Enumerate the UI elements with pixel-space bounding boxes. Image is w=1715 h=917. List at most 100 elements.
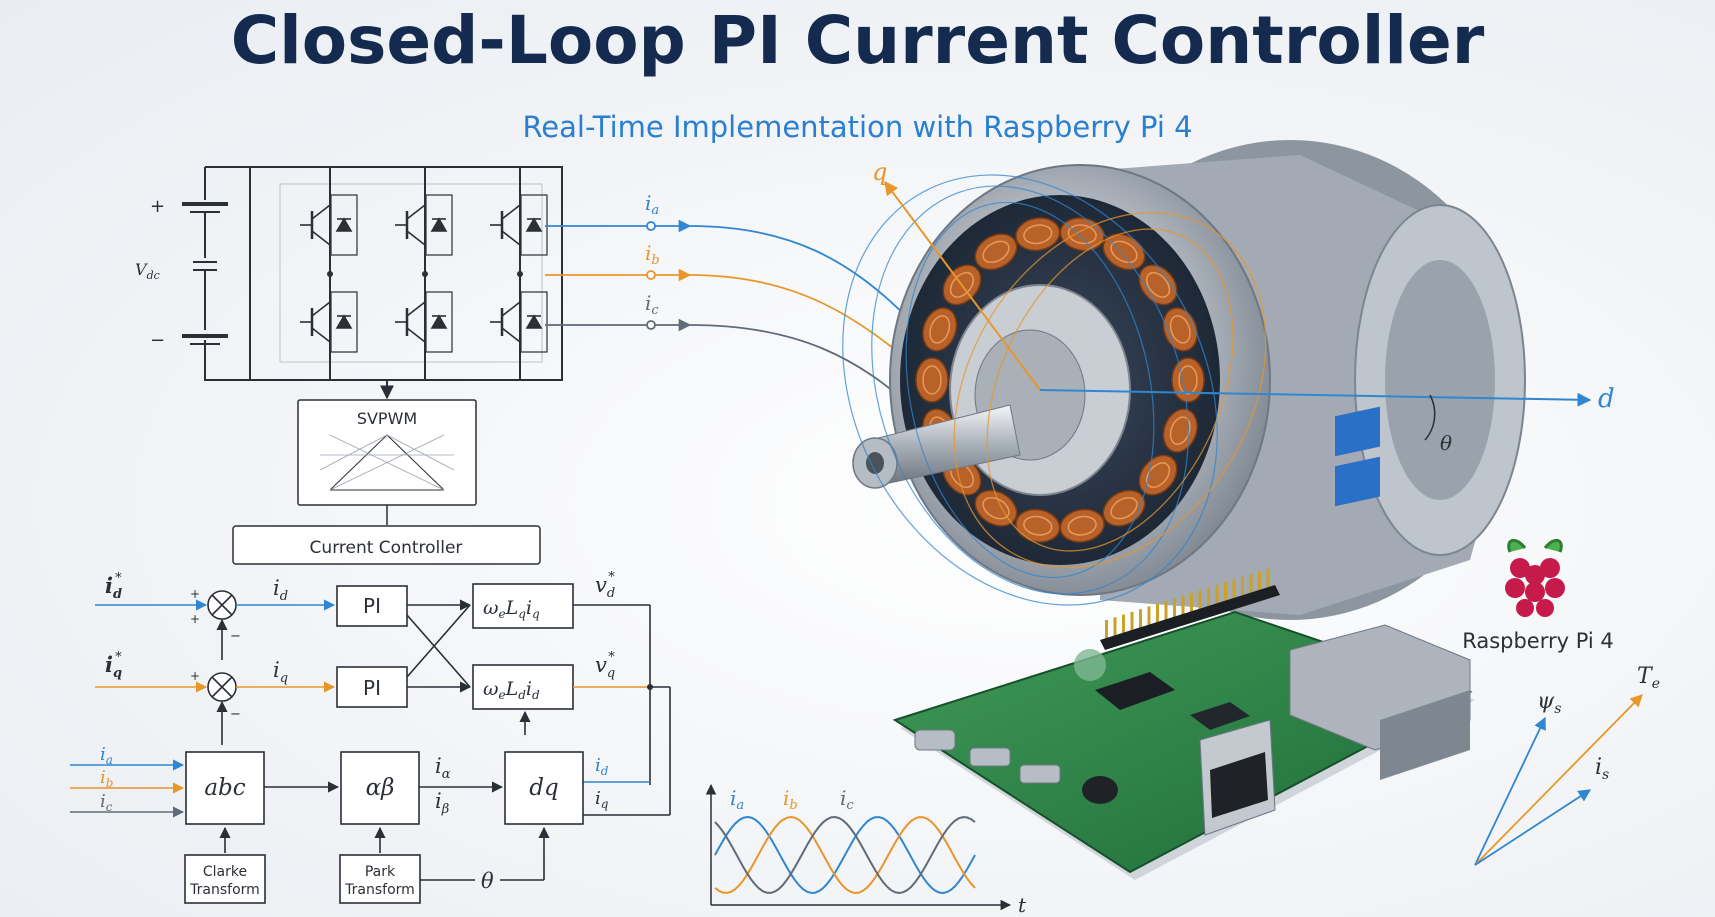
vdc-label: Vdc (135, 260, 160, 282)
theta-label: θ (481, 869, 494, 893)
psi-s-label: ψs (1537, 689, 1561, 717)
decoupling-top-label: ωeLqiq (483, 597, 540, 621)
sum-d-plus2: + (190, 612, 200, 626)
vd-ref-label: vd* (595, 570, 615, 601)
igbt-switch-icon (490, 291, 548, 353)
igbt-switches (300, 167, 548, 380)
svpwm-label: SVPWM (357, 409, 417, 428)
decoupling-bottom-label: ωeLdid (483, 678, 540, 702)
raspberry-pi-board (892, 406, 1475, 880)
raspberry-pi-logo-icon (1505, 538, 1565, 617)
ia-out-label: ia (645, 191, 659, 218)
ib-out-label: ib (645, 241, 660, 268)
sum-q-minus: − (230, 707, 241, 722)
gpio-pin (1147, 606, 1151, 627)
wave-t-label: t (1018, 893, 1027, 917)
stator-coils (915, 217, 1205, 543)
svpwm-block: SVPWM (297, 399, 477, 506)
vector-labels: ψs Te is (1537, 664, 1660, 783)
gpio-pin (1190, 593, 1193, 613)
gpio-pin (1122, 614, 1125, 635)
gpio-header (1100, 568, 1280, 650)
copper-coil-icon (1015, 217, 1061, 252)
copper-coil-icon (1171, 357, 1205, 403)
inverter-circuit (182, 166, 563, 381)
copper-coil-icon (974, 233, 1018, 271)
sum-d-minus: − (230, 629, 241, 644)
gpio-pin (1241, 576, 1244, 597)
abc-in-a-label: ia (100, 744, 113, 767)
gpio-pin (1215, 584, 1219, 605)
wave-ia-label: ia (730, 786, 744, 813)
waveform-plot (705, 783, 1012, 911)
gpio-pin (1164, 601, 1168, 622)
controller-sans-labels: PI PI + + − + − Clarke Transform Park Tr… (189, 587, 415, 898)
motor-theta-label: θ (1440, 431, 1452, 455)
current-controller-block: Current Controller (232, 525, 541, 565)
controller-labels: id* iq* id iq vd* vq* iα iβ θ ia ib ic i… (100, 570, 615, 893)
sum-q-plus: + (190, 669, 200, 683)
iq-error-label: iq (273, 658, 288, 686)
gpio-pin (1266, 568, 1270, 589)
dq-out-d-label: id (595, 755, 609, 778)
d-axis-label: d (1598, 384, 1615, 414)
copper-coil-icon (922, 307, 958, 352)
gpio-pin (1181, 595, 1185, 616)
is-label: is (1595, 755, 1609, 783)
dc-minus-label: − (150, 330, 165, 351)
gpio-pin (1130, 611, 1134, 632)
iq-ref-label: iq* (105, 650, 122, 681)
pi-q-label: PI (363, 676, 381, 700)
pi-d-label: PI (363, 594, 381, 618)
wave-ib-label: ib (783, 786, 798, 813)
alphabeta-block-label: αβ (366, 775, 395, 801)
gpio-pin (1105, 620, 1108, 640)
igbt-switch-icon (300, 291, 358, 353)
page-title: Closed-Loop PI Current Controller (230, 2, 1485, 79)
clarke-line1: Clarke (203, 864, 247, 880)
gpio-pin (1258, 571, 1261, 592)
gpio-pin (1156, 603, 1159, 624)
gpio-pin (1207, 587, 1210, 608)
abc-in-c-label: ic (100, 791, 113, 814)
dq-out-q-label: iq (595, 788, 609, 811)
clarke-line2: Transform (189, 882, 260, 898)
id-error-label: id (273, 576, 288, 604)
motor-illustration (842, 140, 1592, 620)
sum-d-plus: + (190, 587, 200, 601)
park-line2: Transform (344, 882, 415, 898)
id-ref-label: id* (105, 571, 122, 602)
gpio-pin (1249, 574, 1253, 595)
waveform-labels: ia ib ic t (730, 786, 1027, 917)
gpio-pin (1232, 579, 1236, 600)
gpio-pin (1173, 598, 1176, 619)
igbt-switch-icon (490, 194, 548, 256)
igbt-switch-icon (395, 291, 453, 353)
raspberry-pi-label: Raspberry Pi 4 (1462, 629, 1614, 653)
vq-ref-label: vq* (595, 650, 615, 681)
copper-coil-icon (1102, 489, 1146, 527)
gpio-pin (1224, 582, 1227, 603)
waveform-ic (714, 815, 976, 895)
waveform-ia (714, 815, 976, 895)
gpio-pin (1139, 609, 1142, 630)
igbt-switch-icon (300, 194, 358, 256)
i-beta-label: iβ (435, 789, 449, 817)
vector-diagram (1474, 694, 1643, 866)
gpio-pin (1113, 617, 1117, 638)
copper-coil-icon (1138, 454, 1178, 496)
park-line1: Park (365, 864, 396, 880)
dc-plus-label: + (150, 196, 165, 217)
gpio-pin (1198, 590, 1202, 611)
i-alpha-label: iα (435, 754, 451, 782)
phase-output-lines (545, 219, 921, 411)
dq-block-label: dq (529, 775, 558, 801)
abc-in-b-label: ib (100, 767, 113, 790)
igbt-switch-icon (395, 194, 453, 256)
copper-coil-icon (1059, 508, 1105, 543)
copper-coil-icon (1015, 508, 1061, 543)
copper-coil-icon (915, 357, 949, 403)
ic-out-label: ic (645, 291, 659, 318)
current-controller-label: Current Controller (310, 538, 463, 558)
wave-ic-label: ic (840, 786, 854, 813)
